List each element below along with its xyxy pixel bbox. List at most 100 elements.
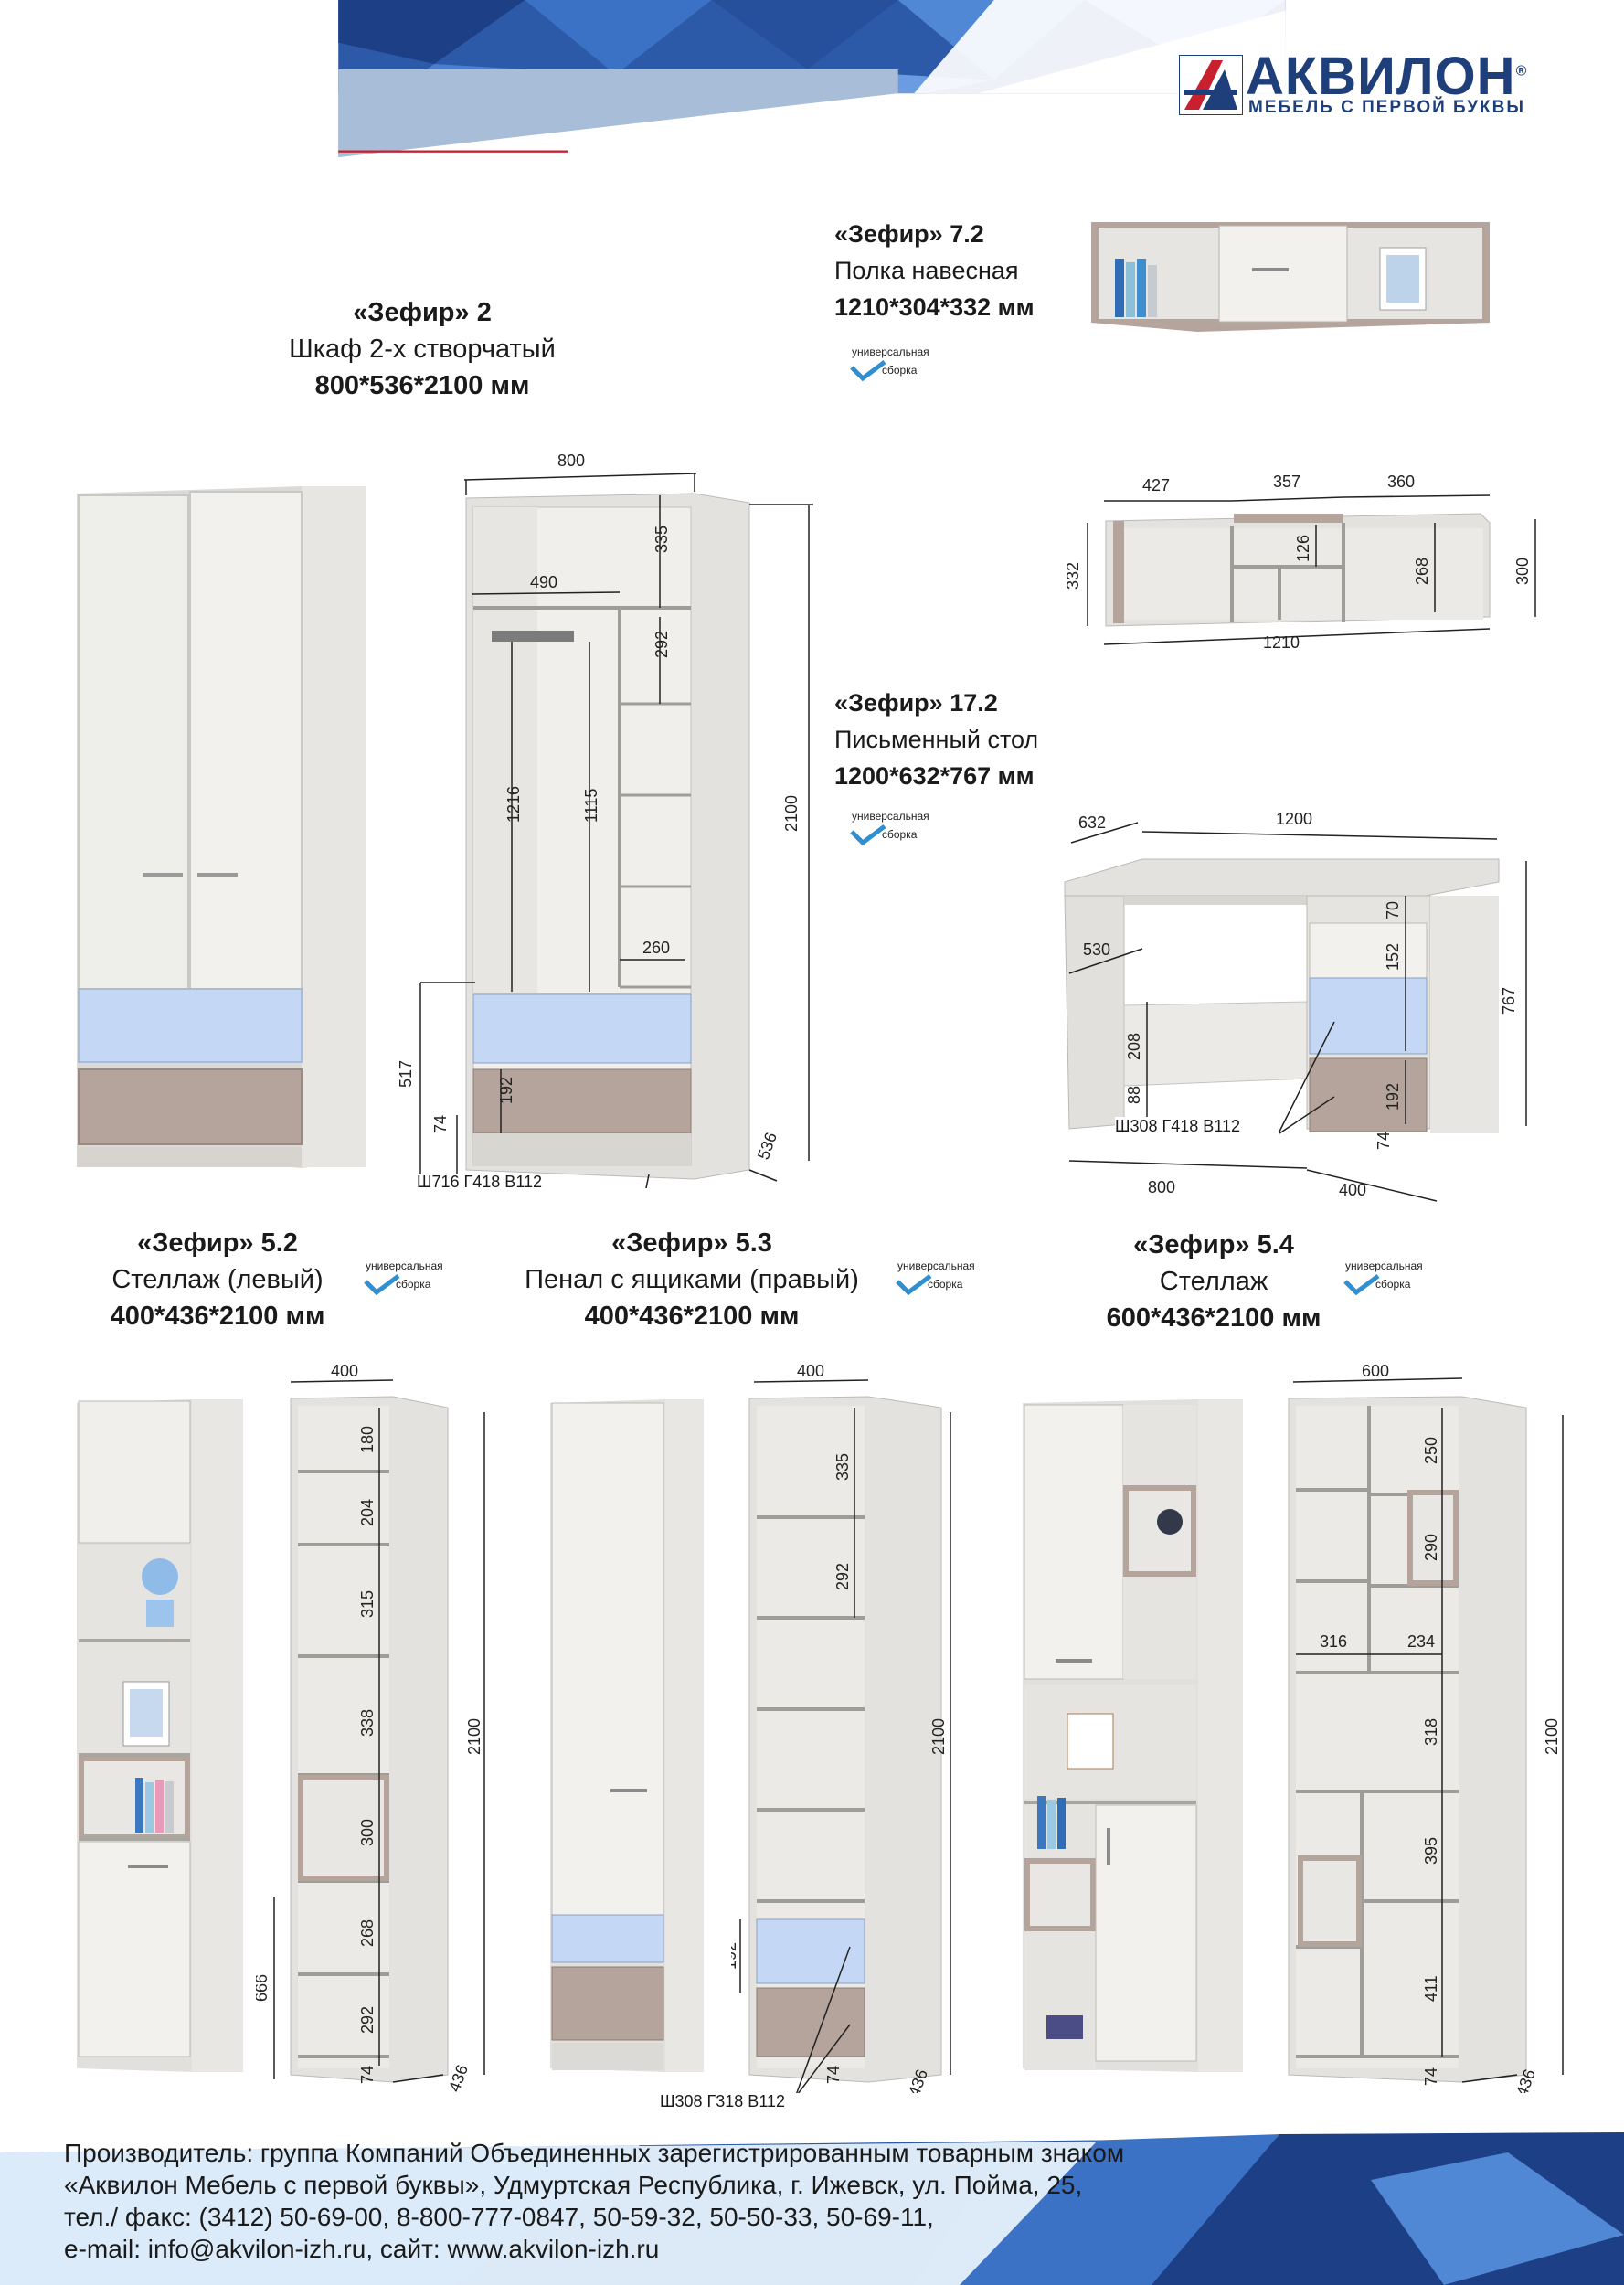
dim-label: 1210 bbox=[1263, 633, 1300, 652]
dim-label: 88 bbox=[1125, 1086, 1143, 1104]
dim-label: 530 bbox=[1083, 941, 1110, 959]
dim-label: 400 bbox=[331, 1362, 358, 1380]
dim-label: 152 bbox=[1384, 943, 1402, 971]
dim-label: 632 bbox=[1078, 813, 1106, 832]
check-icon bbox=[896, 1274, 932, 1296]
universal-assembly-badge: универсальная сборка bbox=[850, 345, 932, 391]
dim-label: 180 bbox=[358, 1426, 377, 1453]
check-icon bbox=[1343, 1274, 1380, 1296]
dim-label: 436 bbox=[445, 2062, 472, 2093]
dim-label: 400 bbox=[797, 1362, 824, 1380]
dim-label: 316 bbox=[1320, 1632, 1347, 1651]
dim-label: 300 bbox=[358, 1819, 377, 1846]
dim-label: 600 bbox=[1362, 1362, 1389, 1380]
dim-label: 335 bbox=[653, 526, 671, 553]
product-caption-zefir-5-3: «Зефир» 5.3 Пенал с ящиками (правый) 400… bbox=[525, 1228, 859, 1331]
footer-address: «Аквилон Мебель с первой буквы», Удмуртс… bbox=[64, 2171, 1083, 2199]
dim-label: 517 bbox=[397, 1060, 415, 1088]
dim-label: 490 bbox=[530, 573, 557, 591]
dim-label: 395 bbox=[1422, 1837, 1440, 1865]
product-caption-zefir-17-2: «Зефир» 17.2 Письменный стол 1200*632*76… bbox=[834, 689, 1039, 790]
pencil-case-product-image bbox=[550, 1399, 704, 2072]
logo-slogan: МЕБЕЛЬ С ПЕРВОЙ БУКВЫ bbox=[1248, 98, 1525, 117]
rack-left-technical-drawing: 400 180 204 315 338 300 268 292 2100 666… bbox=[256, 1362, 485, 2093]
footer-manufacturer: Производитель: группа Компаний Объединен… bbox=[64, 2139, 1125, 2167]
dim-label: 2100 bbox=[1543, 1718, 1561, 1755]
product-dims: 800*536*2100 мм bbox=[314, 371, 530, 400]
dim-label: 126 bbox=[1294, 535, 1312, 562]
dim-label: 1200 bbox=[1276, 810, 1312, 828]
dim-label: 315 bbox=[358, 1590, 377, 1618]
check-icon bbox=[364, 1274, 400, 1296]
dim-label: 1216 bbox=[504, 786, 523, 823]
dim-label: 338 bbox=[358, 1709, 377, 1737]
handle-spec: Ш308 Г418 В112 bbox=[1115, 1117, 1241, 1136]
dim-label: 2100 bbox=[782, 795, 801, 832]
dim-label: 70 bbox=[1384, 901, 1402, 919]
product-caption-zefir-5-4: «Зефир» 5.4 Стеллаж 600*436*2100 мм bbox=[1106, 1230, 1321, 1333]
dim-label: 360 bbox=[1387, 473, 1415, 491]
dim-label: 1115 bbox=[582, 789, 600, 823]
desk-technical-drawing: 632 1200 70 530 152 767 208 88 192 74 80… bbox=[1064, 810, 1527, 1202]
footer-background bbox=[0, 2125, 1624, 2285]
footer-contacts: e-mail: info@akvilon-izh.ru, сайт: www.a… bbox=[64, 2235, 660, 2263]
universal-assembly-badge: универсальная сборка bbox=[896, 1259, 978, 1305]
dim-label: 192 bbox=[1384, 1083, 1402, 1111]
wardrobe-product-image bbox=[77, 486, 366, 1168]
dim-label: 234 bbox=[1407, 1632, 1435, 1651]
check-icon bbox=[850, 824, 886, 846]
rack-left-product-image bbox=[77, 1399, 243, 2072]
collection-title: «Зефир» голубой bbox=[66, 129, 486, 208]
wall-shelf-product-image bbox=[1091, 222, 1490, 332]
handle-spec: Ш716 Г418 В112 bbox=[417, 1173, 543, 1191]
rack-technical-drawing: 600 250 290 316 234 318 395 411 2100 74 … bbox=[1288, 1362, 1564, 2093]
dim-label: 192 bbox=[731, 1942, 739, 1970]
product-caption-zefir-7-2: «Зефир» 7.2 Полка навесная 1210*304*332 … bbox=[834, 220, 1035, 321]
wardrobe-technical-drawing: 800 335 490 292 1216 1115 260 2100 517 1… bbox=[397, 452, 813, 1188]
universal-assembly-badge: универсальная сборка bbox=[1343, 1259, 1426, 1305]
dim-label: 268 bbox=[358, 1919, 377, 1947]
dim-label: 74 bbox=[1375, 1132, 1393, 1150]
dim-label: 192 bbox=[497, 1077, 515, 1104]
dim-label: 411 bbox=[1422, 1975, 1440, 2002]
dim-label: 2100 bbox=[465, 1718, 483, 1755]
dim-label: 290 bbox=[1422, 1534, 1440, 1561]
dim-label: 427 bbox=[1142, 476, 1170, 494]
akvilon-logo-icon bbox=[1179, 55, 1243, 115]
universal-assembly-badge: универсальная сборка bbox=[364, 1259, 446, 1305]
dim-label: 357 bbox=[1273, 473, 1300, 491]
dim-label: 800 bbox=[1148, 1178, 1175, 1196]
rack-product-image bbox=[1023, 1399, 1243, 2072]
dim-label: 800 bbox=[557, 452, 585, 470]
dim-label: 292 bbox=[358, 2006, 377, 2034]
logo-name: АКВИЛОН® bbox=[1246, 47, 1528, 106]
dim-label: 268 bbox=[1413, 558, 1431, 585]
dim-label: 536 bbox=[754, 1130, 780, 1162]
pencil-case-technical-drawing: 400 335 292 2100 192 74 436 bbox=[731, 1362, 951, 2093]
dim-label: 74 bbox=[824, 2066, 843, 2084]
dim-label: 292 bbox=[653, 631, 671, 658]
universal-assembly-badge: универсальная сборка bbox=[850, 810, 932, 856]
product-type: Шкаф 2-х створчатый bbox=[289, 335, 556, 364]
collection-subtitle: детская bbox=[224, 206, 360, 252]
product-caption-zefir-2: «Зефир» 2 Шкаф 2-х створчатый 800*536*21… bbox=[239, 294, 605, 404]
dim-label: 318 bbox=[1422, 1718, 1440, 1746]
dim-label: 332 bbox=[1064, 562, 1082, 590]
check-icon bbox=[850, 360, 886, 382]
dim-label: 204 bbox=[358, 1499, 377, 1526]
dim-label: 335 bbox=[833, 1453, 852, 1481]
dim-label: 767 bbox=[1500, 987, 1518, 1015]
dim-label: 74 bbox=[431, 1115, 450, 1133]
product-caption-zefir-5-2: «Зефир» 5.2 Стеллаж (левый) 400*436*2100… bbox=[110, 1228, 325, 1331]
footer-phones: тел./ факс: (3412) 50-69-00, 8-800-777-0… bbox=[64, 2203, 934, 2231]
wall-shelf-technical-drawing: 427 357 360 332 126 268 300 1210 bbox=[1064, 473, 1536, 652]
dim-label: 2100 bbox=[929, 1718, 948, 1755]
dim-label: 666 bbox=[256, 1974, 271, 2002]
dim-label: 74 bbox=[358, 2066, 377, 2084]
dim-label: 300 bbox=[1513, 558, 1532, 585]
dim-label: 208 bbox=[1125, 1033, 1143, 1060]
dim-label: 260 bbox=[642, 939, 670, 957]
dim-label: 292 bbox=[833, 1563, 852, 1590]
handle-spec: Ш308 Г318 В112 bbox=[660, 2092, 786, 2110]
dim-label: 250 bbox=[1422, 1437, 1440, 1464]
